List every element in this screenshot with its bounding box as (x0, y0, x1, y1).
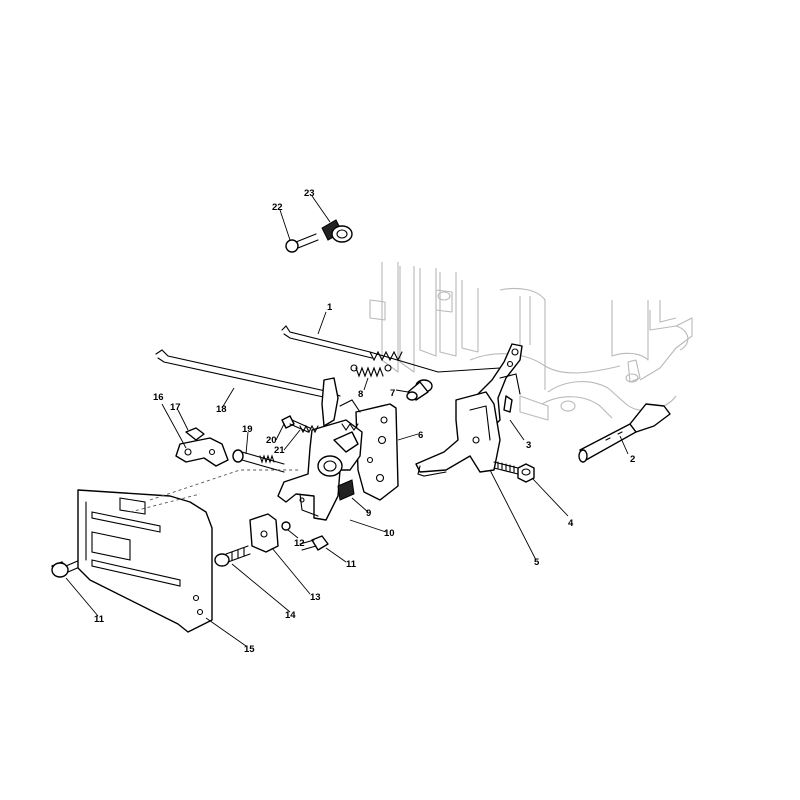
part-15-cover-panel (77, 469, 300, 633)
part-21-spring (299, 424, 319, 434)
part-4-nut (517, 463, 535, 483)
part-22-screw (285, 233, 319, 253)
part-12-pin (281, 521, 291, 531)
callout-16: 16 (153, 392, 164, 403)
callout-14: 14 (285, 610, 296, 621)
part-7-rod-spring (369, 350, 403, 362)
part-5-control-bracket (415, 391, 519, 477)
part-1-governor-rod (281, 325, 501, 373)
engine-block-outline (369, 262, 693, 421)
callout-4: 4 (568, 518, 574, 529)
part-11-screw-right (299, 535, 329, 551)
callout-20: 20 (266, 435, 277, 446)
part-23-spring-clip (321, 219, 353, 243)
callout-22: 22 (272, 202, 283, 213)
part-18-control-rod (155, 349, 341, 399)
callout-21: 21 (274, 445, 285, 456)
part-2-throttle-handle (578, 403, 671, 463)
callout-2: 2 (630, 454, 635, 465)
callout-6: 6 (418, 430, 423, 441)
callout-23: 23 (304, 188, 315, 199)
callout-9: 9 (366, 508, 371, 519)
part-8-spring (350, 364, 392, 378)
part-6-governor-plate (355, 403, 399, 501)
callout-10: 10 (384, 528, 395, 539)
part-20-screw (281, 415, 311, 433)
callout-13: 13 (310, 592, 321, 603)
callout-1: 1 (327, 302, 333, 313)
callout-labels: 1 2 3 4 5 6 7 8 9 10 11 11 12 13 14 15 1… (94, 188, 635, 655)
part-7-bushing (406, 379, 433, 401)
callout-3: 3 (526, 440, 531, 451)
callout-18: 18 (216, 404, 227, 415)
part-11-screw-left (51, 559, 83, 578)
part-16-choke-link (175, 437, 229, 467)
callout-17: 17 (170, 402, 181, 413)
part-17-clip (185, 427, 205, 441)
callout-15: 15 (244, 644, 255, 655)
callout-5: 5 (534, 557, 540, 568)
callout-7: 7 (390, 388, 395, 399)
part-13-plate (249, 513, 279, 553)
part-14-bolt (214, 545, 251, 567)
callout-12: 12 (294, 538, 305, 549)
leader-lines (65, 195, 629, 647)
part-19-screw (232, 449, 285, 473)
part-9-speed-control-assembly (277, 377, 363, 521)
callout-11-right: 11 (346, 559, 357, 570)
callout-11-left: 11 (94, 614, 105, 625)
callout-19: 19 (242, 424, 253, 435)
callout-8: 8 (358, 389, 363, 400)
